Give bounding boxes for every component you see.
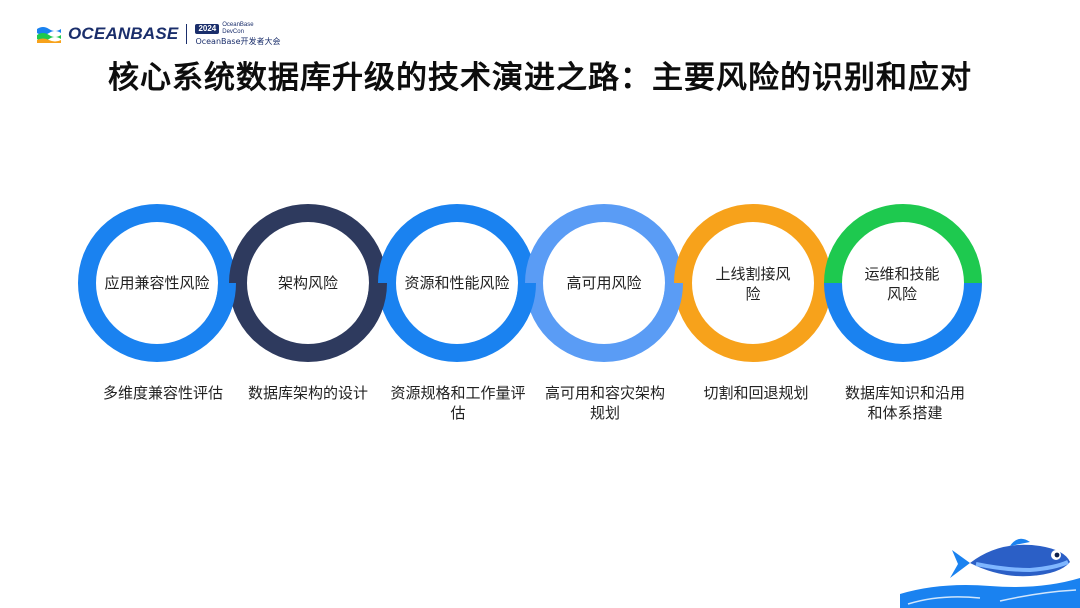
header-brand: OCEANBASE 2024 OceanBase DevCon OceanBas… <box>36 22 281 46</box>
brand-name: OCEANBASE <box>68 24 179 43</box>
event-name: OceanBase DevCon <box>222 22 253 35</box>
ring-6 <box>824 204 982 362</box>
ring-3-overlap <box>505 282 536 331</box>
ring-2-overlap <box>356 282 387 331</box>
event-year: 2024 <box>195 24 220 34</box>
ring-label-2: 架构风险 <box>277 274 338 292</box>
event-name-line2: DevCon <box>222 29 244 35</box>
slide-title: 核心系统数据库升级的技术演进之路：主要风险的识别和应对 <box>108 60 972 96</box>
ring-1-overlap <box>205 282 236 331</box>
ring-4-overlap <box>652 282 683 331</box>
header-divider <box>186 24 188 44</box>
risk-desc-6: 数据库知识和沿用和体系搭建 <box>844 384 965 422</box>
fish-mascot-icon <box>900 538 1080 608</box>
event-name-line1: OceanBase <box>222 22 254 29</box>
event-badge: 2024 OceanBase DevCon OceanBase开发者大会 <box>195 22 281 46</box>
ring-label-4: 高可用风险 <box>566 274 642 292</box>
risk-desc-3: 资源规格和工作量评估 <box>390 384 526 422</box>
ring-label-1: 应用兼容性风险 <box>104 274 210 292</box>
event-subtitle: OceanBase开发者大会 <box>195 36 281 46</box>
risk-desc-4: 高可用和容灾架构规划 <box>544 384 665 422</box>
ring-label-6: 运维和技能风险 <box>864 265 940 303</box>
ring-label-3: 资源和性能风险 <box>404 274 510 292</box>
risk-desc-1: 多维度兼容性评估 <box>102 384 223 402</box>
oceanbase-logo-icon <box>37 27 61 43</box>
ring-label-5: 上线割接风险 <box>715 265 791 303</box>
risk-desc-5: 切割和回退规划 <box>703 384 809 402</box>
risk-desc-2: 数据库架构的设计 <box>247 384 368 402</box>
